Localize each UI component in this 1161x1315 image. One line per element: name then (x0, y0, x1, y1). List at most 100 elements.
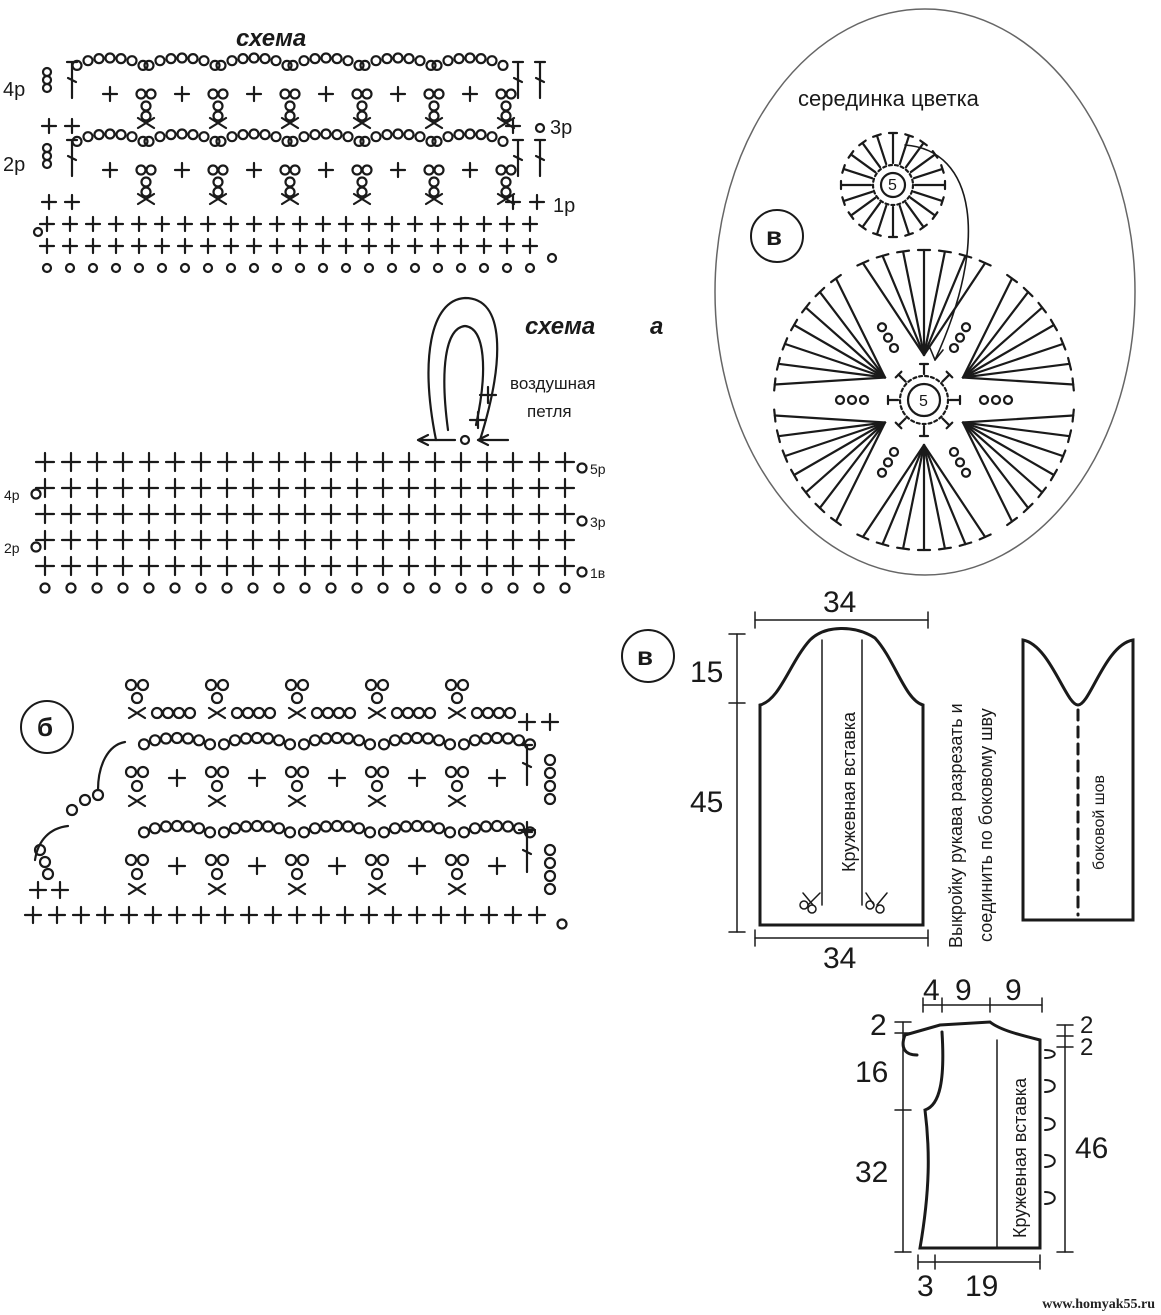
single-crochet-symbol (86, 451, 108, 473)
single-crochet-symbol (554, 451, 576, 473)
chain-symbol (429, 582, 441, 594)
chain-symbol (392, 52, 404, 64)
chain-symbol (478, 262, 490, 274)
chain-symbol (376, 678, 390, 692)
label-a: а (650, 313, 663, 340)
petal-stitch (961, 277, 1014, 379)
single-crochet-symbol (164, 503, 186, 525)
flower-spoke-tip (841, 196, 846, 206)
title-main: схема (236, 25, 306, 52)
flower-spoke (898, 204, 911, 236)
chain-symbol (281, 59, 293, 72)
single-crochet-symbol (383, 215, 401, 233)
petal-stitch-tip (1049, 318, 1059, 332)
chain-symbol (421, 820, 435, 833)
chain-symbol (299, 582, 311, 594)
chain-symbol (284, 186, 296, 198)
petal-stitch (961, 342, 1065, 379)
single-crochet-symbol (398, 529, 420, 551)
sleeve-bottom-width: 34 (823, 942, 856, 975)
chain-symbol (990, 394, 1002, 406)
label-b: б (37, 712, 53, 742)
chain-symbol (225, 262, 237, 274)
front-dims (894, 997, 1074, 1270)
single-crochet-symbol (294, 503, 316, 525)
sleeve-cut-piece (1021, 638, 1135, 922)
chain-symbol (187, 129, 199, 141)
chain-symbol (296, 678, 310, 692)
single-crochet-symbol (502, 555, 524, 577)
single-crochet-symbol (372, 477, 394, 499)
single-crochet-symbol (60, 477, 82, 499)
chain-symbol (882, 332, 894, 343)
chain-symbol (356, 186, 368, 198)
chain-symbol (351, 582, 363, 594)
petal-stitch (834, 421, 887, 523)
chain-symbol (212, 186, 224, 198)
chain-symbol (216, 678, 230, 692)
chain-symbol (145, 88, 157, 100)
chain-symbol (41, 867, 55, 881)
chain-symbol (481, 706, 495, 720)
single-crochet-symbol (554, 529, 576, 551)
petal-stitch (804, 306, 887, 379)
chain-symbol (228, 822, 242, 835)
chain-symbol (283, 738, 297, 751)
air-loop-arrow-left (416, 433, 457, 447)
single-crochet-symbol (153, 237, 171, 255)
chain-symbol (858, 394, 870, 406)
cluster-symbol (352, 192, 372, 206)
double-crochet-symbol (520, 743, 534, 787)
petal-stitch (777, 421, 887, 438)
chain-symbol (135, 164, 147, 176)
chain-symbol (41, 262, 53, 274)
chain-symbol (500, 100, 512, 112)
single-crochet-symbol (190, 529, 212, 551)
chain-symbol (490, 731, 504, 745)
single-crochet-symbol (245, 85, 263, 103)
single-crochet-symbol (84, 237, 102, 255)
row-a-3p: 3р (590, 514, 606, 530)
chain-symbol (270, 131, 282, 143)
chain-symbol (297, 826, 311, 839)
chain-symbol (960, 467, 972, 478)
flower-spoke-tip (940, 196, 945, 206)
petal-stitch (881, 254, 926, 357)
front-w-9a: 9 (955, 974, 972, 1007)
chain-symbol (137, 826, 151, 839)
flower-spoke-tip (847, 150, 855, 159)
single-crochet-symbol (199, 237, 217, 255)
chain-symbol (341, 732, 355, 745)
single-crochet-symbol (176, 215, 194, 233)
chain-symbol (78, 793, 92, 807)
chain-symbol (140, 110, 152, 122)
chain-symbol (241, 706, 255, 720)
single-crochet-symbol (291, 237, 309, 255)
flower-spoke (875, 134, 888, 166)
flower-spoke (842, 190, 874, 203)
double-crochet-symbol (520, 830, 534, 874)
chain-symbol (364, 853, 378, 867)
single-crochet-symbol (130, 237, 148, 255)
flower-ring (906, 382, 942, 418)
single-crochet-symbol (521, 237, 539, 255)
chain-symbol (392, 128, 404, 140)
chain-symbol (230, 706, 244, 720)
chain-symbol (361, 88, 373, 100)
single-crochet-symbol (101, 161, 119, 179)
chain-symbol (503, 706, 517, 720)
petal-stitch (861, 443, 926, 539)
petal-stitch-tip (801, 486, 811, 499)
single-crochet-symbol (314, 237, 332, 255)
chart-a (30, 385, 588, 594)
chain-symbol (172, 706, 186, 720)
chain-symbol (202, 262, 214, 274)
chain-symbol (431, 59, 443, 72)
single-crochet-symbol (346, 451, 368, 473)
sleeve-pattern (758, 627, 925, 927)
chain-symbol (410, 819, 424, 833)
chain-symbol (377, 582, 389, 594)
front-h-46: 46 (1075, 1132, 1108, 1165)
single-crochet-symbol (153, 215, 171, 233)
single-crochet-symbol (502, 477, 524, 499)
